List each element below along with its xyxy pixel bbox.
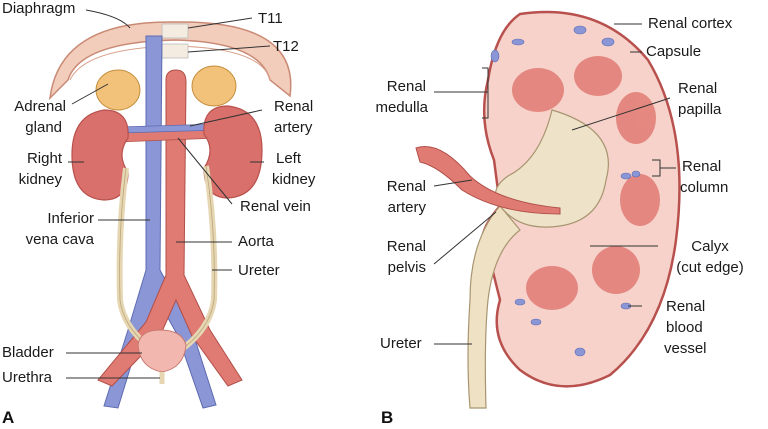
label-renal-artery-b-line1: Renal bbox=[386, 178, 426, 195]
label-renal-blood-vessel-line1: Renal bbox=[666, 298, 706, 315]
renal-pyramids bbox=[512, 56, 660, 310]
bladder bbox=[137, 329, 187, 373]
panel-letter-b: B bbox=[381, 408, 394, 427]
label-renal-pelvis-line1: Renal bbox=[386, 238, 426, 255]
label-ureter-b: Ureter bbox=[380, 335, 422, 352]
label-adrenal-gland-line2: gland bbox=[25, 119, 62, 136]
label-renal-medulla-line1: Renal bbox=[386, 78, 426, 95]
label-bladder: Bladder bbox=[2, 344, 54, 361]
label-renal-blood-vessel-line3: vessel bbox=[664, 340, 707, 357]
label-calyx-line2: (cut edge) bbox=[676, 259, 744, 276]
label-ivc-line1: Inferior bbox=[47, 210, 94, 227]
label-renal-blood-vessel-line2: blood bbox=[666, 319, 703, 336]
vertebra-t11 bbox=[161, 23, 189, 39]
diaphragm bbox=[48, 21, 292, 101]
label-renal-papilla-line2: papilla bbox=[678, 101, 722, 118]
label-capsule: Capsule bbox=[646, 43, 702, 60]
aorta bbox=[97, 69, 243, 387]
adrenal-gland-left bbox=[191, 65, 237, 107]
label-renal-pelvis-line2: pelvis bbox=[387, 259, 426, 276]
left-kidney bbox=[203, 105, 263, 199]
label-aorta: Aorta bbox=[238, 233, 274, 250]
label-renal-artery-b-line2: artery bbox=[387, 199, 426, 216]
label-right-kidney-line2: kidney bbox=[18, 171, 62, 188]
panel-letter-a: A bbox=[2, 408, 15, 427]
label-right-kidney-line1: Right bbox=[26, 150, 62, 167]
renal-artery-b bbox=[415, 146, 561, 215]
label-ureter-a: Ureter bbox=[238, 262, 280, 279]
panel-b-illustration bbox=[415, 10, 681, 409]
label-adrenal-gland-line1: Adrenal bbox=[14, 98, 66, 115]
label-urethra: Urethra bbox=[2, 369, 53, 386]
label-left-kidney-line2: kidney bbox=[272, 171, 316, 188]
label-renal-cortex: Renal cortex bbox=[648, 15, 733, 32]
label-t11: T11 bbox=[258, 10, 283, 27]
label-renal-medulla-line2: medulla bbox=[375, 99, 428, 116]
ureter-b bbox=[467, 205, 521, 409]
label-diaphragm: Diaphragm bbox=[2, 0, 76, 17]
label-renal-papilla-line1: Renal bbox=[678, 80, 718, 97]
label-t12: T12 bbox=[273, 38, 299, 55]
label-left-kidney-line1: Left bbox=[276, 150, 302, 167]
label-renal-vein: Renal vein bbox=[240, 198, 311, 215]
label-calyx-line1: Calyx bbox=[691, 238, 729, 255]
vertebra-t12 bbox=[161, 43, 189, 59]
renal-blood-vessels bbox=[490, 25, 641, 357]
right-kidney bbox=[71, 109, 129, 201]
label-renal-artery-a-line2: artery bbox=[274, 119, 313, 136]
panel-a-illustration bbox=[48, 9, 292, 409]
label-renal-column-line1: Renal bbox=[682, 158, 722, 175]
label-ivc-line2: vena cava bbox=[25, 231, 94, 248]
adrenal-gland-right bbox=[95, 69, 141, 111]
label-renal-column-line2: column bbox=[680, 179, 729, 196]
label-renal-artery-a-line1: Renal bbox=[274, 98, 314, 115]
renal-pelvis bbox=[494, 109, 609, 228]
